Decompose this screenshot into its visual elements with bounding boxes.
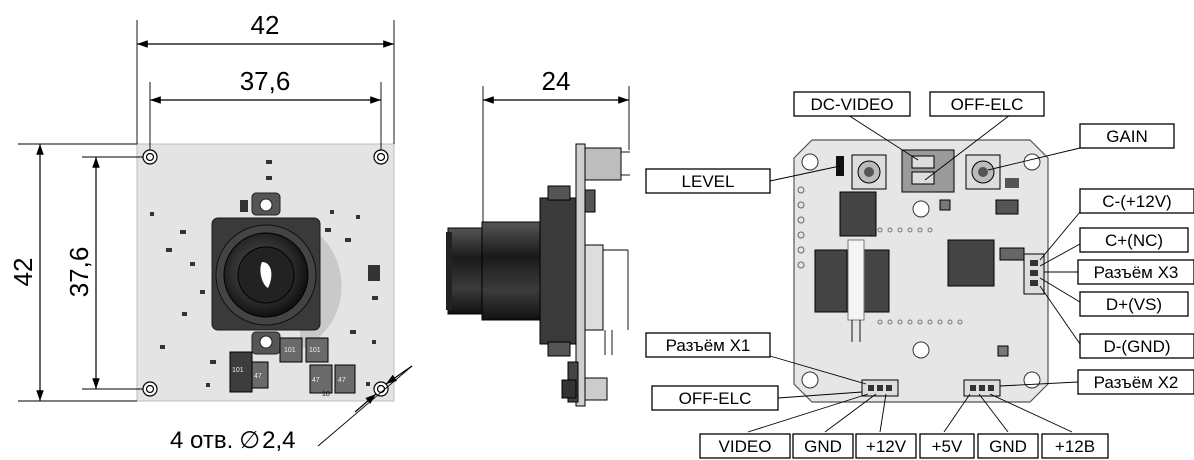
holes-leader [317, 365, 413, 447]
x1-pin-gnd: GND [804, 437, 842, 456]
holes-note: 4 отв.∅2,4 [170, 427, 296, 454]
back-pad-rows [877, 227, 963, 325]
front-view: 101 101 47 47 101 47 10 42 37,6 42 37,6 [8, 10, 413, 454]
holes-count: 4 отв. [170, 427, 233, 454]
label-level: LEVEL [682, 172, 735, 191]
holes-diameter: 2,4 [262, 427, 295, 454]
dim-depth: 24 [542, 66, 571, 96]
dim-height-inner: 37,6 [64, 247, 94, 298]
cap-mark-2: 101 [284, 347, 296, 354]
cap-mark-3: 47 [254, 373, 262, 380]
front-mounting-holes [142, 149, 389, 397]
lens-glare [260, 262, 272, 288]
front-smd-parts [150, 160, 380, 387]
label-connector-x3: Разъём X3 [1094, 263, 1179, 282]
x1-pin-12v: +12V [866, 437, 907, 456]
cap-mark-5: 101 [309, 347, 321, 354]
gain-trimmer [965, 154, 1001, 190]
dim-width-inner: 37,6 [240, 66, 291, 96]
back-crystal [847, 239, 865, 321]
label-d-minus: D-(GND) [1103, 337, 1170, 356]
cap-mark-6: 47 [338, 377, 346, 384]
lens-holder [539, 197, 577, 345]
x2-pin-5v: +5V [932, 437, 963, 456]
label-connector-x1: Разъём X1 [666, 336, 751, 355]
cap-mark-7: 10 [322, 391, 330, 398]
x2-pin-gnd: GND [989, 437, 1027, 456]
label-c-minus: C-(+12V) [1102, 192, 1171, 211]
label-d-plus: D+(VS) [1106, 295, 1162, 314]
lens-mount [211, 192, 321, 355]
label-off-elc-top: OFF-ELC [951, 95, 1024, 114]
back-via-column [797, 186, 805, 269]
dim-height-outer: 42 [8, 258, 38, 287]
x2-pin-12b: +12В [1055, 437, 1095, 456]
cap-mark-1: 101 [232, 367, 244, 374]
side-view: 24 [446, 66, 630, 407]
back-leader-lines [747, 114, 1081, 433]
diameter-symbol: ∅ [239, 427, 260, 454]
jumper-block [901, 149, 955, 193]
cap-mark-4: 47 [312, 377, 320, 384]
label-c-plus: C+(NC) [1105, 231, 1163, 250]
connector-x1 [861, 379, 899, 397]
back-view: DC-VIDEO OFF-ELC GAIN LEVEL C-(+12V) C+(… [645, 91, 1194, 459]
connector-x3 [1023, 253, 1045, 295]
label-connector-x2: Разъём X2 [1094, 373, 1179, 392]
label-off-elc-bottom: OFF-ELC [679, 389, 752, 408]
front-capacitors: 101 101 47 47 101 47 10 [229, 337, 356, 398]
label-dc-video: DC-VIDEO [810, 95, 893, 114]
svg-text:4 отв.∅2,4: 4 отв.∅2,4 [170, 427, 296, 454]
connector-x2 [963, 379, 1001, 397]
label-gain: GAIN [1106, 127, 1148, 146]
x1-pin-video: VIDEO [719, 437, 772, 456]
dim-width-outer: 42 [251, 10, 280, 40]
